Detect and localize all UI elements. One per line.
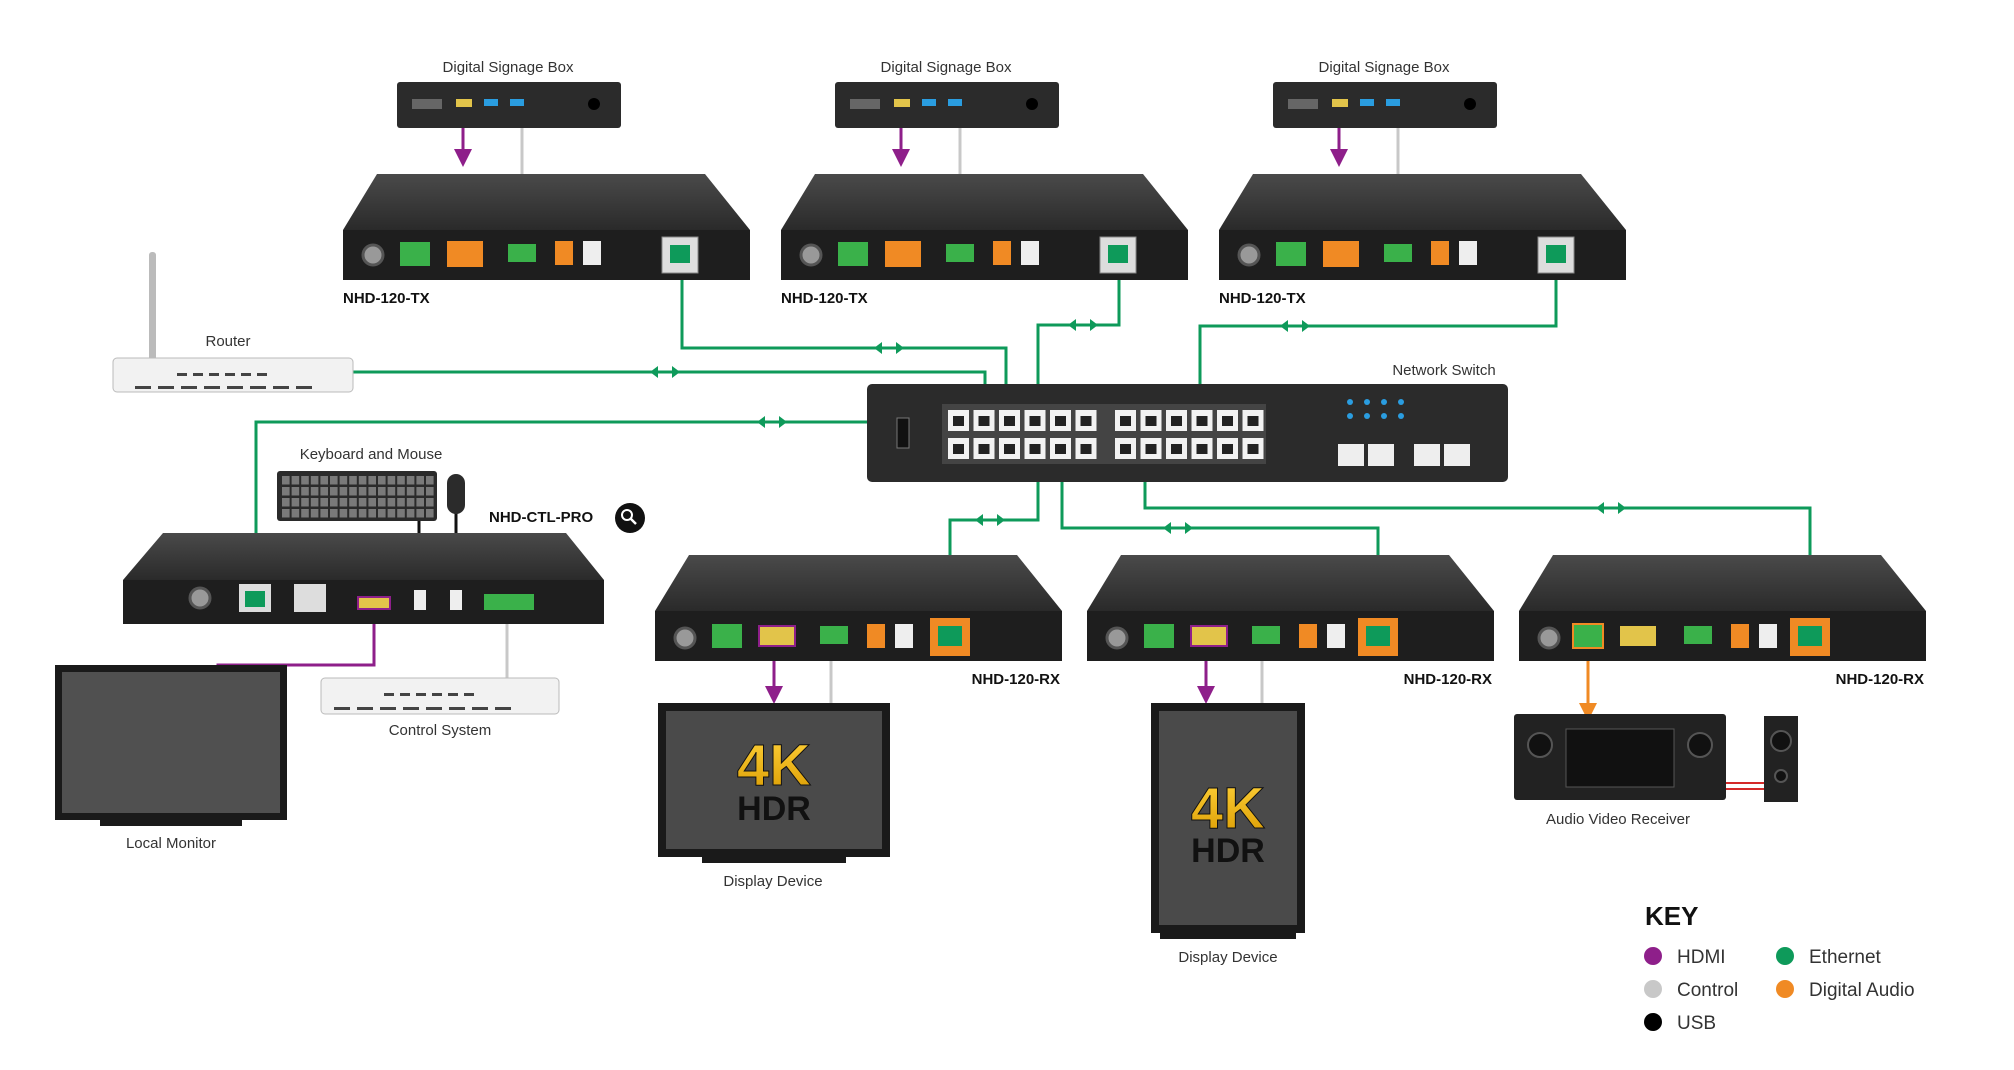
signage-box-1: Digital Signage Box [397,59,621,128]
keyboard-mouse-label: Keyboard and Mouse [300,446,443,463]
display-device-label: Display Device [723,873,822,890]
rx-label: NHD-120-RX [1404,671,1492,688]
badge-4k: 4K [1191,776,1265,841]
legend-swatch [1644,980,1662,998]
legend-item-ethernet: Ethernet [1776,947,1882,968]
nhd-120-rx-2: NHD-120-RX [1087,555,1494,688]
rx-label: NHD-120-RX [1836,671,1924,688]
tx-label: NHD-120-TX [1219,290,1306,307]
signage-box-3: Digital Signage Box [1273,59,1497,128]
legend-label: Digital Audio [1809,980,1915,1001]
eth-tx2-switch [1036,275,1121,420]
badge-hdr: HDR [1191,832,1265,870]
local-monitor-label: Local Monitor [126,835,216,852]
router: Router [112,252,354,393]
legend: KEY HDMI Control USB Ethernet Digital Au… [1644,901,1915,1034]
rx-label: NHD-120-RX [972,671,1060,688]
badge-4k: 4K [737,733,811,798]
nhd-120-rx-1: NHD-120-RX [655,555,1062,688]
audio-video-receiver: Audio Video Receiver [1514,714,1798,828]
legend-item-digital-audio: Digital Audio [1776,980,1915,1001]
network-switch: Network Switch [867,362,1508,482]
badge-hdr: HDR [737,790,811,828]
ethernet-cables [254,275,1812,633]
signage-box-label: Digital Signage Box [881,59,1012,76]
signage-box-label: Digital Signage Box [443,59,574,76]
network-switch-label: Network Switch [1392,362,1495,379]
keyboard-and-mouse: Keyboard and Mouse [277,446,465,521]
legend-swatch [1776,980,1794,998]
nhd-120-rx-3: NHD-120-RX [1519,555,1926,688]
control-system: Control System [320,677,560,739]
nhd-120-tx-3: NHD-120-TX [1219,174,1626,307]
signage-box-2: Digital Signage Box [835,59,1059,128]
legend-item-control: Control [1644,980,1738,1001]
display-device-2: 4K HDR Display Device [1151,703,1305,966]
tx-label: NHD-120-TX [343,290,430,307]
legend-item-hdmi: HDMI [1644,947,1726,968]
display-device-1: 4K HDR Display Device [658,703,890,890]
keyboard-keys [282,476,434,518]
ctl-label: NHD-CTL-PRO [489,509,593,526]
display-device-label: Display Device [1178,949,1277,966]
avr-label: Audio Video Receiver [1546,811,1690,828]
nhd-120-tx-1: NHD-120-TX [343,174,750,307]
tx-label: NHD-120-TX [781,290,868,307]
local-monitor: Local Monitor [55,665,287,852]
legend-label: HDMI [1677,947,1726,968]
legend-swatch [1644,1013,1662,1031]
control-system-label: Control System [389,722,492,739]
signage-box-label: Digital Signage Box [1319,59,1450,76]
nhd-ctl-pro: NHD-CTL-PRO [123,503,645,624]
legend-label: Control [1677,980,1738,1001]
legend-item-usb: USB [1644,1013,1716,1034]
nhd-120-tx-2: NHD-120-TX [781,174,1188,307]
legend-label: USB [1677,1013,1716,1034]
legend-swatch [1644,947,1662,965]
legend-label: Ethernet [1809,947,1882,968]
legend-swatch [1776,947,1794,965]
legend-title: KEY [1645,901,1698,931]
ethernet-bidir-arrows [650,319,1626,534]
switch-ports [948,410,1264,459]
router-label: Router [205,333,250,350]
eth-tx3-switch [1198,275,1558,420]
